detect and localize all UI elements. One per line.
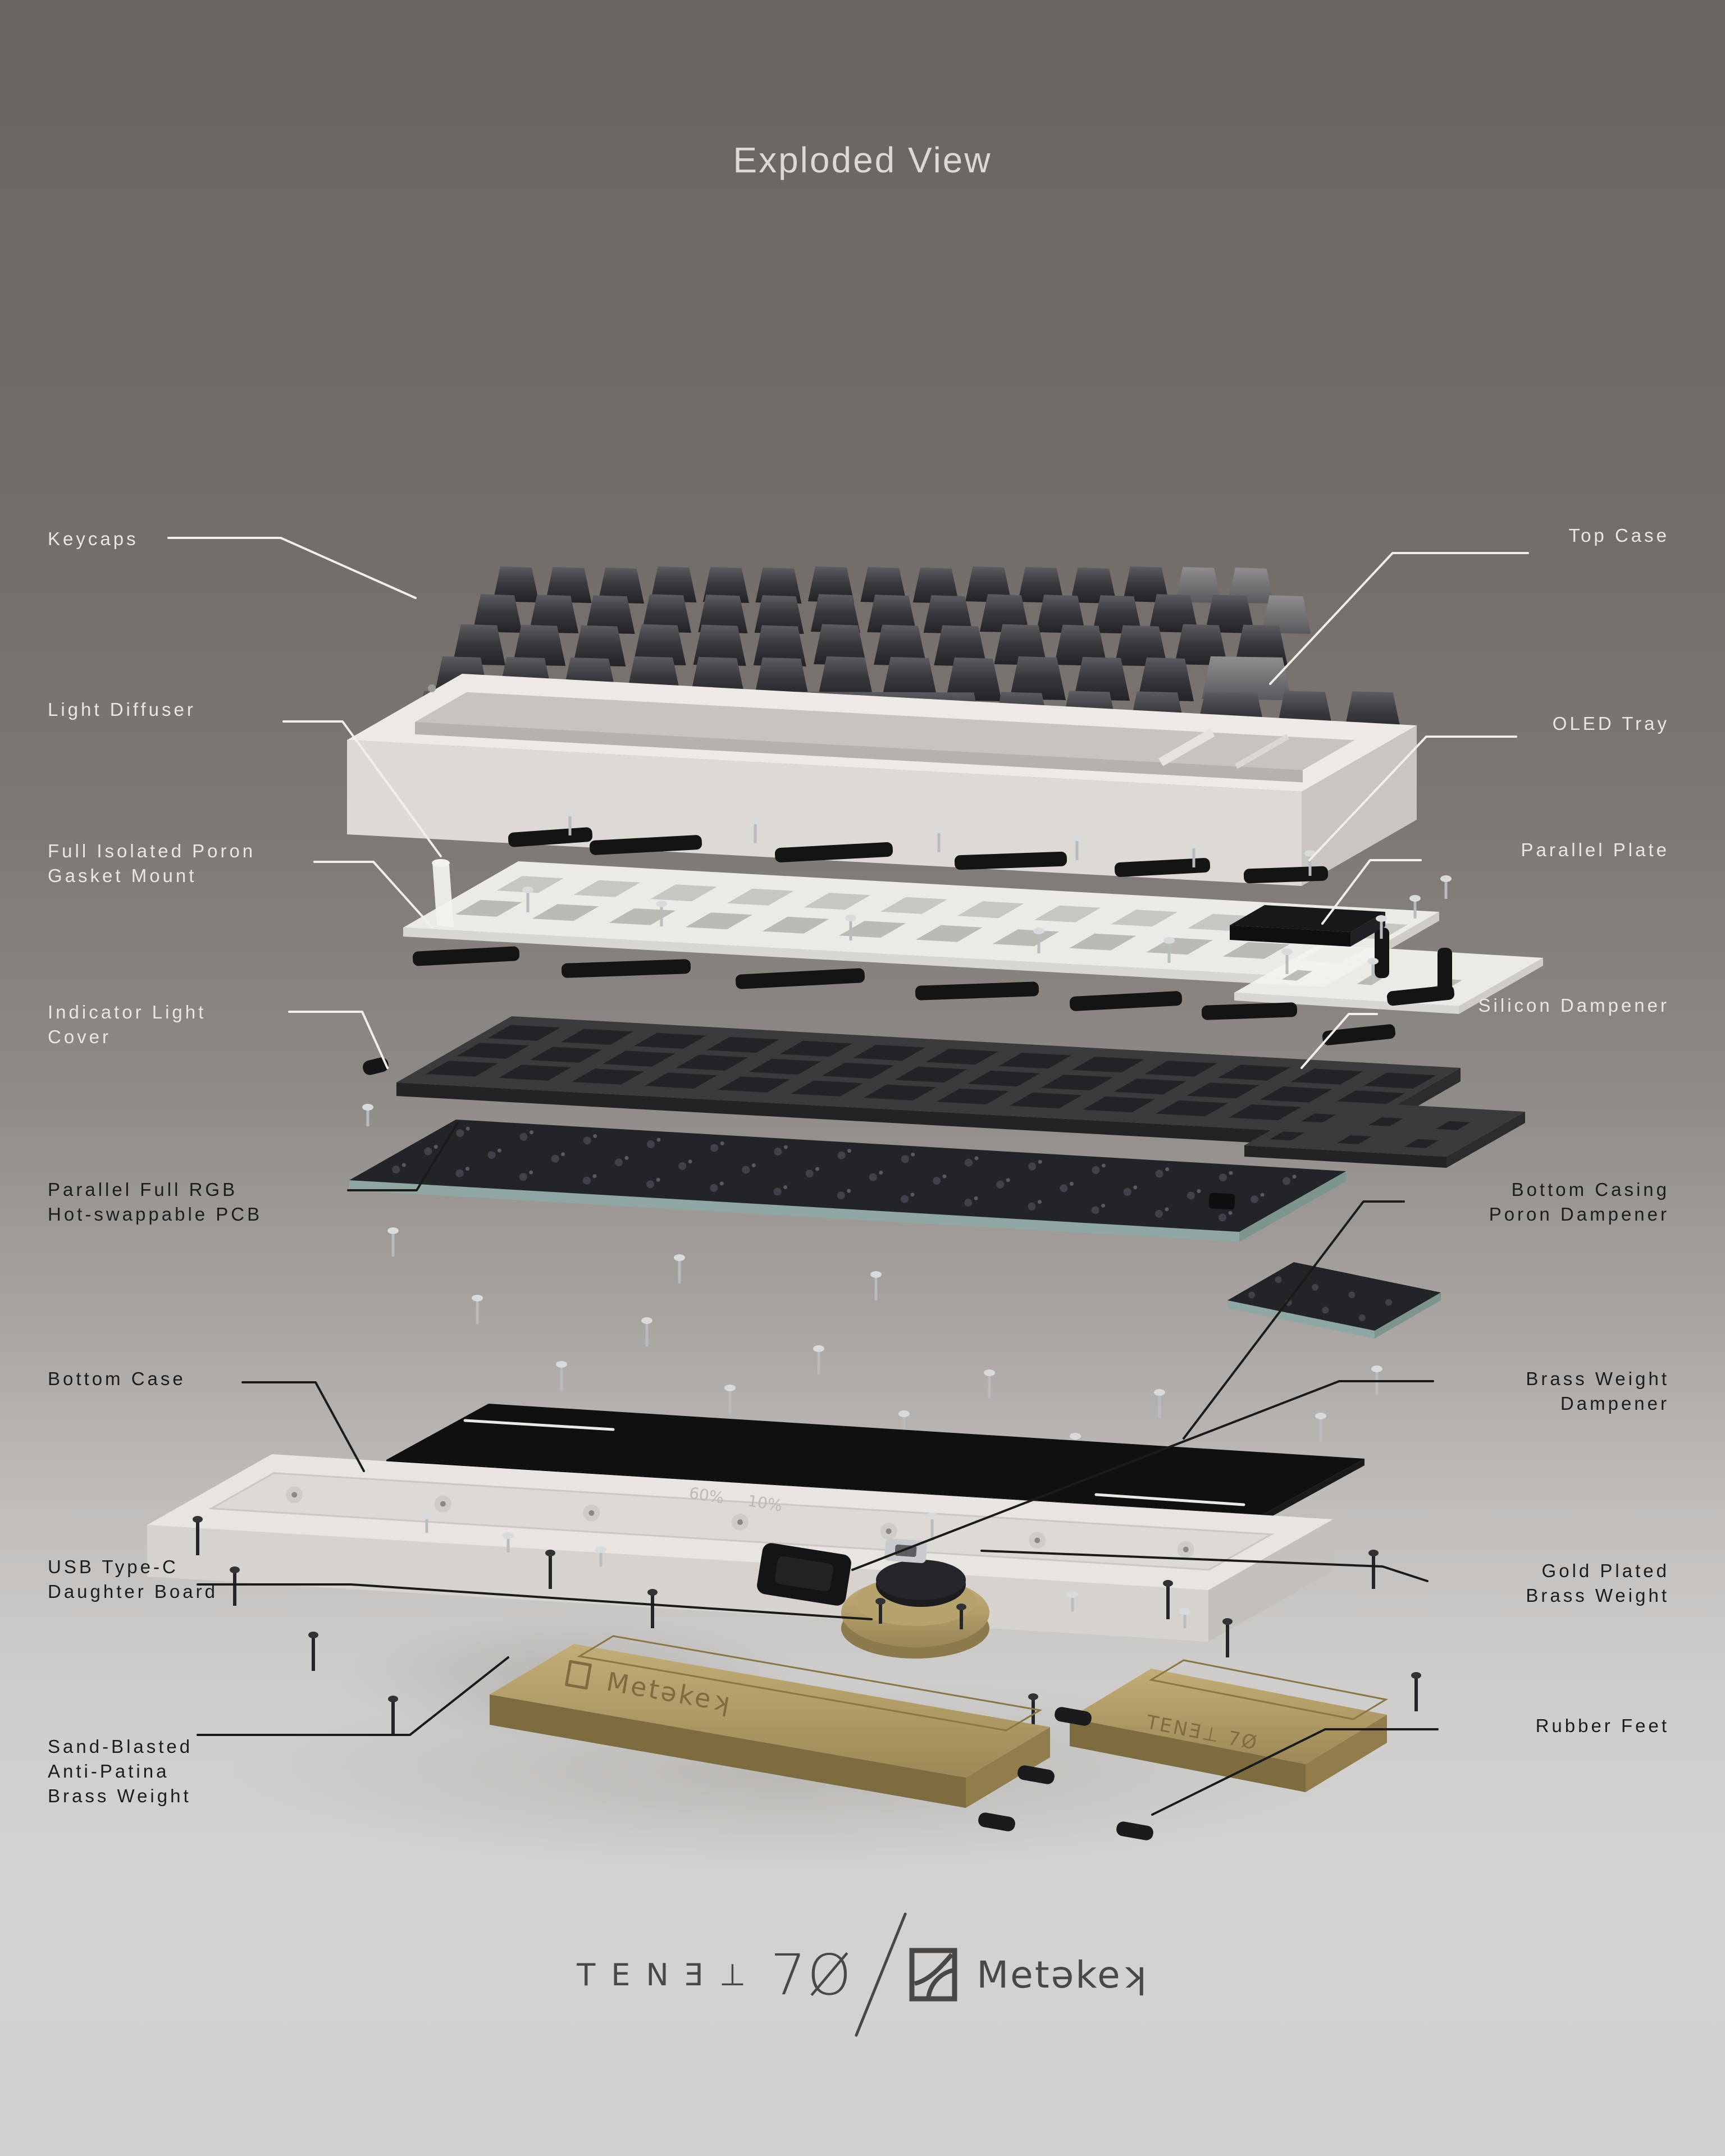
page-title: Exploded View [733,140,992,180]
label-gold-brass-weight: Gold Plated Brass Weight [1526,1560,1669,1606]
label-parallel-plate: Parallel Plate [1521,839,1669,860]
label-keycaps: Keycaps [48,528,139,549]
leader-light-diffuser [282,720,442,857]
brand-lockup: TENƎ⊥ 7Ø Metəkeʞ [0,1908,1725,2041]
leader-keycaps [167,537,417,599]
leader-brass-weight-dampener [851,1380,1434,1571]
leader-parallel-plate [1321,859,1422,925]
leader-indicator-cover [288,1011,389,1069]
leader-oled-tray [1308,736,1517,861]
leader-rubber-feet [1151,1728,1439,1816]
label-light-diffuser: Light Diffuser [48,699,196,720]
leader-pcb [347,1122,459,1191]
leader-bottom-case [241,1381,365,1472]
leader-bottom-casing-poron [1183,1200,1405,1440]
label-pcb: Parallel Full RGB Hot-swappable PCB [48,1179,263,1225]
leader-usb-daughter-board [197,1583,873,1620]
label-usb-daughter-board: USB Type-C Daughter Board [48,1556,218,1602]
label-silicon-dampener: Silicon Dampener [1478,995,1669,1016]
leader-gold-brass-weight [980,1550,1429,1582]
label-bottom-case: Bottom Case [48,1368,186,1389]
metakey-wordmark: Metəkeʞ [976,1953,1148,1997]
label-gasket-mount: Full Isolated Poron Gasket Mount [48,841,256,886]
label-bottom-casing-poron: Bottom Casing Poron Dampener [1489,1179,1669,1225]
label-brass-weight-dampener: Brass Weight Dampener [1526,1368,1669,1414]
exploded-parts-art [147,566,1543,1870]
tenet-70-numeral: 7Ø [770,1942,853,2008]
slash-divider-icon [854,1912,907,2038]
leader-silicon-dampener [1300,1013,1378,1069]
brass-logo-box-icon [565,1660,592,1690]
label-rubber-feet: Rubber Feet [1535,1715,1669,1736]
label-top-case: Top Case [1568,525,1669,546]
leader-top-case [1269,552,1529,685]
tenet-wordmark: TENƎ⊥ [577,1957,761,1993]
label-indicator-cover: Indicator Light Cover [48,1002,207,1047]
label-sand-blasted-weight: Sand-Blasted Anti-Patina Brass Weight [48,1736,193,1806]
label-oled-tray: OLED Tray [1552,713,1669,734]
leader-gasket-mount [313,861,433,929]
leader-sand-blasted-weight [197,1656,509,1736]
metakey-logo-icon [909,1948,957,2002]
